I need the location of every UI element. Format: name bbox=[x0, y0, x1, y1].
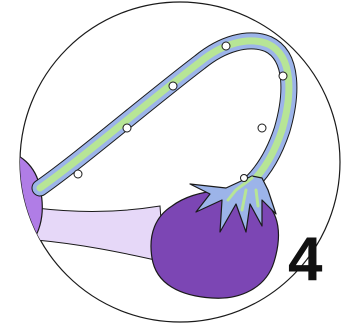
axon-node bbox=[222, 42, 230, 50]
step-number: 4 bbox=[288, 225, 323, 294]
axon-node bbox=[74, 170, 82, 178]
axon-node bbox=[279, 72, 287, 80]
axon-node bbox=[123, 124, 131, 132]
terminal-node bbox=[241, 175, 248, 182]
axon-node bbox=[258, 124, 266, 132]
axon-node bbox=[169, 82, 177, 90]
